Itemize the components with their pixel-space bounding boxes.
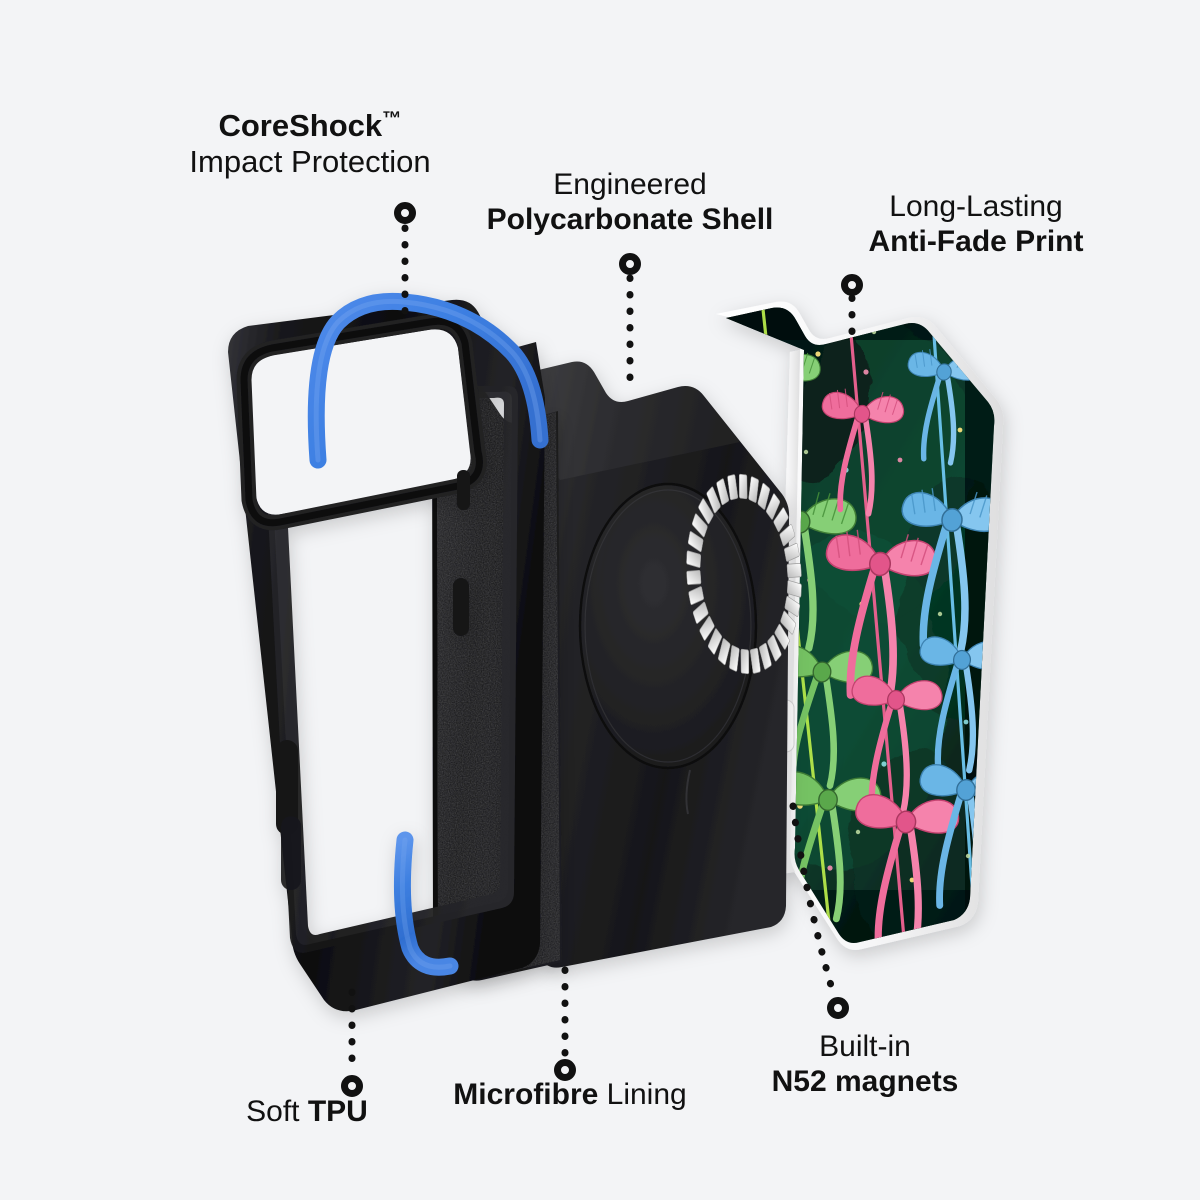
marker-polycarbonate <box>619 253 641 275</box>
label-antifade: Long-Lasting Anti-Fade Print <box>869 190 1084 260</box>
label-coreshock-line1: CoreShock™ <box>218 108 402 143</box>
bow-pink-3 <box>851 675 943 816</box>
marker-lining <box>554 1059 576 1081</box>
leader-markers <box>341 202 863 1097</box>
label-coreshock-line2: Impact Protection <box>189 143 431 179</box>
layer-polycarbonate-shell <box>518 361 790 968</box>
camera-cutout <box>236 313 487 531</box>
power-button-cutout <box>453 578 469 636</box>
trademark-symbol: ™ <box>382 108 402 130</box>
camera-window-hole <box>250 329 471 515</box>
label-magnets-line2: N52 magnets <box>771 1064 959 1098</box>
label-antifade-line2: Anti-Fade Print <box>868 224 1084 258</box>
label-coreshock: CoreShock™ Impact Protection <box>189 108 430 180</box>
marker-coreshock <box>394 202 416 224</box>
label-magnets-line1: Built-in <box>819 1030 911 1063</box>
leader-lines <box>348 224 856 1078</box>
label-lining-bold: Microfibre <box>453 1078 599 1111</box>
bow-blue-2 <box>901 488 995 655</box>
label-lining: Microfibre Lining <box>453 1078 686 1113</box>
label-magnets: Built-in N52 magnets <box>772 1030 959 1100</box>
bow-pink-1 <box>821 388 905 517</box>
leader-magnets-line <box>789 802 838 1000</box>
magsafe-emboss <box>578 482 758 815</box>
label-tpu-regular: Soft <box>246 1095 308 1128</box>
volume-button-cutout <box>276 740 298 835</box>
label-antifade-line1: Long-Lasting <box>889 190 1063 223</box>
bow-blue-3 <box>919 636 995 774</box>
magsafe-magnet-ring <box>686 473 802 675</box>
label-polycarbonate-line2: Polycarbonate Shell <box>486 202 774 236</box>
marker-magnets <box>827 997 849 1019</box>
marker-tpu <box>341 1075 363 1097</box>
layer-tpu-bumper <box>228 292 549 1012</box>
label-tpu-bold: TPU <box>307 1095 368 1128</box>
label-tpu: Soft TPU <box>246 1095 368 1130</box>
ring-segments <box>686 473 802 675</box>
label-lining-regular: Lining <box>598 1078 687 1111</box>
label-polycarbonate-line1: Engineered <box>553 168 707 201</box>
label-polycarbonate: Engineered Polycarbonate Shell <box>487 168 774 238</box>
marker-antifade <box>841 274 863 296</box>
action-button-cutout <box>457 470 470 510</box>
tpu-frame-bevel <box>262 385 518 953</box>
